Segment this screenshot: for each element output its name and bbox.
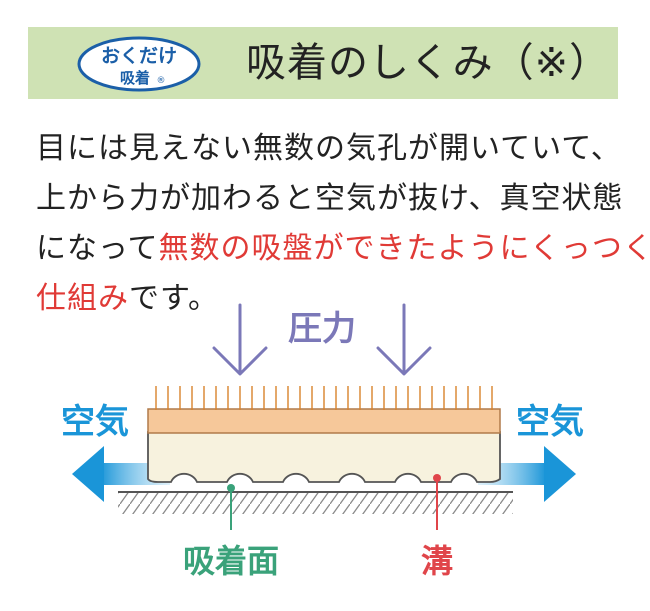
air-label-right: 空気 xyxy=(516,402,584,442)
description-highlight-2: 仕組み xyxy=(36,281,129,316)
description-line-2: 上から力が加わると空気が抜け、真空状態 xyxy=(36,181,624,216)
mat-top-layer xyxy=(147,408,501,434)
groove-label: 溝 xyxy=(421,542,453,580)
description-line-3: になって無数の吸盤ができたようにくっつく xyxy=(36,224,650,274)
floor-hatch xyxy=(118,492,513,514)
logo-top-text: おくだけ xyxy=(101,45,177,67)
pressure-label: 圧力 xyxy=(288,309,356,349)
description-line-1: 目には見えない無数の気孔が開いていて、 xyxy=(36,131,622,166)
logo-bottom-text: 吸着 xyxy=(120,69,150,87)
air-label-left: 空気 xyxy=(61,402,129,442)
description-text: 目には見えない無数の気孔が開いていて、 上から力が加わると空気が抜け、真空状態 … xyxy=(36,124,650,324)
mat-pile-fibers xyxy=(155,386,493,410)
mat-base-layer xyxy=(147,431,501,483)
page-title: 吸着のしくみ（※） xyxy=(246,40,611,86)
logo-registered-mark: ® xyxy=(157,76,166,86)
groove-marker xyxy=(433,474,441,482)
suction-marker xyxy=(227,484,235,492)
suction-surface-label: 吸着面 xyxy=(183,542,279,580)
description-line-4: 仕組みです。 xyxy=(36,274,636,324)
description-line-4-suffix: です。 xyxy=(129,281,219,316)
description-highlight-1: 無数の吸盤ができたようにくっつく xyxy=(158,231,650,266)
pressure-arrow-left xyxy=(212,303,268,376)
header-banner: おくだけ 吸着 ® 吸着のしくみ（※） xyxy=(28,27,618,99)
pressure-arrow-right xyxy=(376,303,432,376)
description-line-3-prefix: になって xyxy=(36,231,159,266)
okudake-logo: おくだけ 吸着 ® xyxy=(77,36,201,92)
